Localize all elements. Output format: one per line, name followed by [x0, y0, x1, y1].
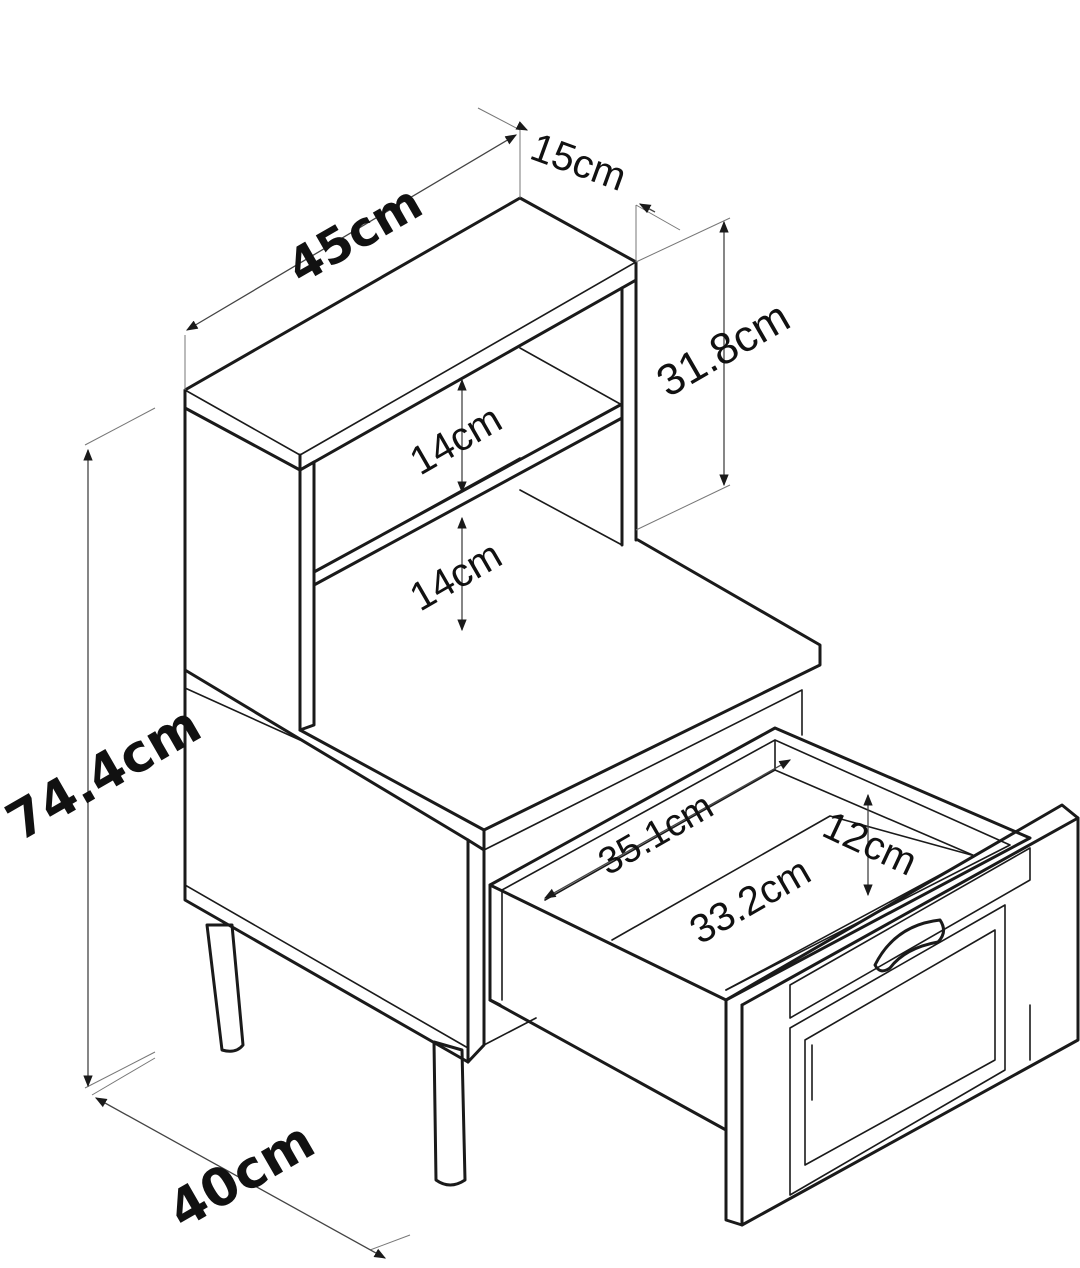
- depth-dimension: [91, 1057, 411, 1259]
- shelf-depth-label: 15cm: [525, 125, 632, 200]
- total-height-label: 74.4cm: [0, 695, 211, 854]
- lower-gap-label: 14cm: [403, 533, 510, 620]
- drawer-depth-label: 35.1cm: [592, 785, 721, 884]
- drawer-height-label: 12cm: [816, 803, 923, 884]
- upper-shelf-module: [183, 196, 638, 732]
- shelf-height-dimension: [635, 217, 731, 531]
- width-label: 45cm: [278, 174, 432, 295]
- shelf-height-label: 31.8cm: [649, 292, 798, 407]
- drawer-depth-dimension: [543, 759, 792, 899]
- total-height-dimension: [83, 407, 156, 1089]
- upper-gap-label: 14cm: [403, 397, 510, 484]
- front-right-leg: [432, 1040, 467, 1187]
- depth-label: 40cm: [159, 1111, 325, 1242]
- nightstand-drawing: [183, 196, 1080, 1227]
- front-left-leg: [205, 923, 245, 1053]
- cabinet-body: [183, 538, 822, 1064]
- drawer-width-label: 33.2cm: [683, 849, 819, 953]
- shelf-depth-dimension: [515, 121, 681, 262]
- width-dimension: [184, 107, 521, 390]
